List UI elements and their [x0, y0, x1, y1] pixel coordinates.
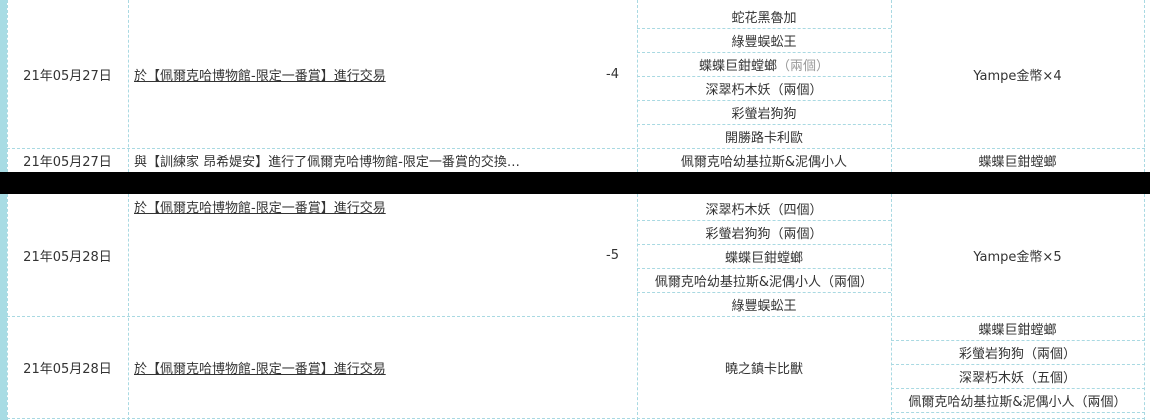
item-cell: 蝶蝶巨鉗螳螂: [724, 250, 803, 266]
item-count: （兩個）: [777, 58, 830, 74]
row-event: 於【佩爾克哈博物館-限定一番賞】進行交易: [128, 197, 588, 227]
item-cell: 綠豐蜈蚣王: [731, 34, 797, 50]
item-cell: 佩爾克哈幼基拉斯&泥偶小人: [680, 154, 848, 170]
museum-trade-link[interactable]: 於【佩爾克哈博物館-限定一番賞】進行交易: [134, 361, 386, 377]
row-result: 蝶蝶巨鉗螳螂: [978, 154, 1057, 170]
black-separator-band: [0, 172, 1150, 194]
result-cell: 佩爾克哈幼基拉斯&泥偶小人（兩個）: [908, 394, 1127, 410]
item-cell: 開勝路卡利歐: [724, 130, 803, 146]
item-cell: 曉之鎮卡比獸: [724, 361, 803, 377]
item-cell: 深翠朽木妖（兩個）: [705, 82, 823, 98]
history-table-bottom: 21年05月28日 於【佩爾克哈博物館-限定一番賞】進行交易 -5 深翠朽木妖（…: [7, 194, 1145, 420]
row-date: 21年05月28日: [23, 249, 112, 265]
item-cell: 彩螢岩狗狗: [731, 106, 797, 122]
item-cell: 深翠朽木妖（四個）: [705, 202, 823, 218]
row-result: Yampe金幣×5: [973, 249, 1062, 265]
item-cell: 綠豐蜈蚣王: [731, 298, 797, 314]
item-name: 蝶蝶巨鉗螳螂: [698, 58, 777, 74]
row-date: 21年05月28日: [23, 361, 112, 377]
row-date: 21年05月27日: [23, 154, 112, 170]
row-result: Yampe金幣×4: [973, 68, 1062, 84]
left-accent-bar: [0, 0, 7, 420]
museum-trade-link[interactable]: 於【佩爾克哈博物館-限定一番賞】進行交易: [134, 201, 386, 216]
item-cell: 蝶蝶巨鉗螳螂（兩個）: [637, 52, 891, 76]
row-event: 於【佩爾克哈博物館-限定一番賞】進行交易: [128, 316, 588, 418]
item-cell: 蛇花黑魯加: [731, 10, 797, 26]
result-cell: 彩螢岩狗狗（兩個）: [958, 346, 1076, 362]
row-event: 於【佩爾克哈博物館-限定一番賞】進行交易: [128, 0, 588, 148]
row-event: 與【訓練家 昂希媞安】進行了佩爾克哈博物館-限定一番賞的交換…: [134, 154, 520, 170]
row-qty: -5: [606, 247, 619, 263]
result-cell: 深翠朽木妖（五個）: [958, 370, 1076, 386]
museum-trade-link[interactable]: 於【佩爾克哈博物館-限定一番賞】進行交易: [134, 68, 386, 84]
history-table-top: 21年05月27日 於【佩爾克哈博物館-限定一番賞】進行交易 -4 蛇花黑魯加 …: [7, 0, 1145, 172]
result-cell: 蝶蝶巨鉗螳螂: [978, 322, 1057, 338]
row-date: 21年05月27日: [23, 68, 112, 84]
item-cell: 彩螢岩狗狗（兩個）: [705, 226, 823, 242]
row-qty: -4: [606, 66, 619, 82]
item-cell: 佩爾克哈幼基拉斯&泥偶小人（兩個）: [654, 274, 874, 290]
